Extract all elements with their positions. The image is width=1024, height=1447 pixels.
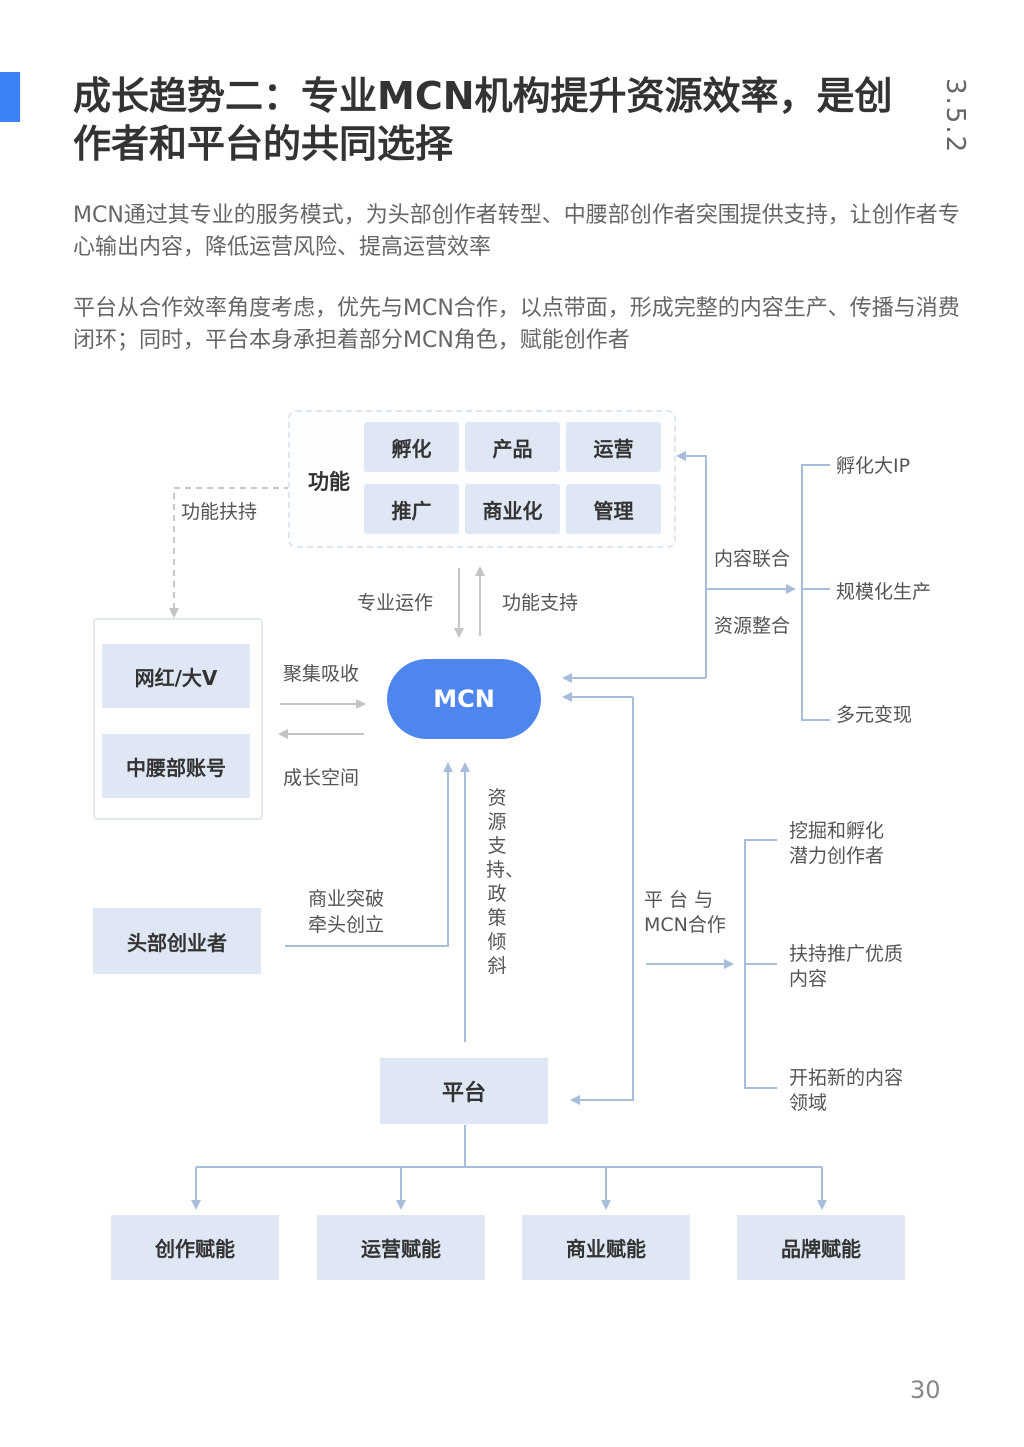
accent-bar bbox=[0, 72, 20, 122]
outcome-ip: 孵化大IP bbox=[836, 455, 911, 477]
resource-support-label: 资源支持、政策倾斜 bbox=[486, 787, 525, 977]
empower-brand: 品牌赋能 bbox=[737, 1215, 905, 1280]
empower-commerce: 商业赋能 bbox=[522, 1215, 690, 1280]
empower-creation: 创作赋能 bbox=[111, 1215, 279, 1280]
function-support-label: 功能扶持 bbox=[181, 501, 258, 523]
coop-result-3a: 开拓新的内容 bbox=[789, 1067, 904, 1089]
coop-result-1b: 潜力创作者 bbox=[789, 845, 885, 867]
function-incubation: 孵化 bbox=[364, 422, 459, 472]
empower-operation: 运营赋能 bbox=[317, 1215, 485, 1280]
page-number: 30 bbox=[910, 1376, 941, 1404]
platform-coop-label-1: 平 台 与 bbox=[644, 889, 714, 911]
platform-coop-label-2: MCN合作 bbox=[644, 914, 726, 936]
outcome-scale: 规模化生产 bbox=[836, 581, 932, 603]
section-number: 3.5.2 bbox=[940, 78, 970, 155]
business-breakthrough-2: 牵头创立 bbox=[308, 914, 385, 936]
resource-integration-label: 资源整合 bbox=[714, 615, 791, 637]
page-title: 成长趋势二：专业MCN机构提升资源效率，是创作者和平台的共同选择 bbox=[73, 74, 893, 166]
function-management: 管理 bbox=[566, 484, 661, 534]
growth-label: 成长空间 bbox=[283, 767, 360, 789]
creator-influencer: 网红/大V bbox=[102, 644, 250, 708]
coop-result-1a: 挖掘和孵化 bbox=[789, 820, 885, 842]
gather-label: 聚集吸收 bbox=[283, 663, 360, 685]
platform-node: 平台 bbox=[380, 1058, 548, 1124]
business-breakthrough-1: 商业突破 bbox=[308, 888, 385, 910]
head-creator: 头部创业者 bbox=[93, 908, 261, 974]
function-promotion: 推广 bbox=[364, 484, 459, 534]
coop-result-3b: 领域 bbox=[789, 1092, 828, 1114]
function-commercialization: 商业化 bbox=[465, 484, 560, 534]
pro-operation-label: 专业运作 bbox=[357, 592, 434, 614]
coop-result-2a: 扶持推广优质 bbox=[789, 943, 904, 965]
coop-result-2b: 内容 bbox=[789, 968, 828, 990]
paragraph-1: MCN通过其专业的服务模式，为头部创作者转型、中腰部创作者突围提供支持，让创作者… bbox=[73, 203, 960, 260]
creator-mid-tier: 中腰部账号 bbox=[102, 734, 250, 798]
function-operation: 运营 bbox=[566, 422, 661, 472]
creators-group bbox=[93, 618, 263, 820]
function-product: 产品 bbox=[465, 422, 560, 472]
mcn-node: MCN bbox=[387, 659, 541, 739]
paragraph-2: 平台从合作效率角度考虑，优先与MCN合作，以点带面，形成完整的内容生产、传播与消… bbox=[73, 296, 960, 353]
function-group-label: 功能 bbox=[308, 470, 350, 494]
content-union-label: 内容联合 bbox=[714, 548, 791, 570]
outcome-monetization: 多元变现 bbox=[836, 704, 913, 726]
func-support-label: 功能支持 bbox=[502, 592, 579, 614]
